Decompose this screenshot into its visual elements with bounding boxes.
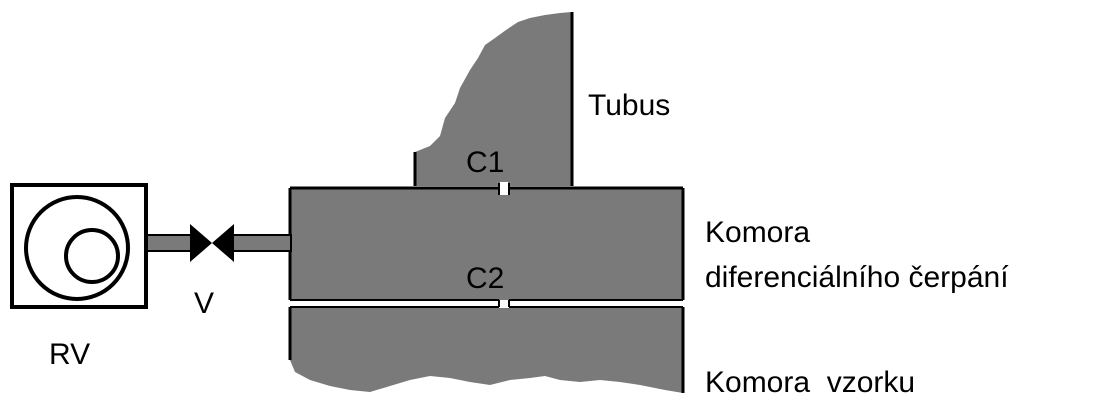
label-v: V [194,287,214,320]
separator-right [509,301,683,307]
valve-icon [190,224,212,262]
pipe-valve-chamber [232,234,292,252]
label-rv: RV [49,338,90,371]
label-komora-line2: diferenciálního čerpání [705,261,1009,294]
label-komora-line1: Komora [705,216,810,249]
label-c1: C1 [466,146,504,179]
rotary-pump-inner-circle [64,228,120,284]
separator-left [290,301,499,307]
aperture-c1-gap [499,183,509,195]
rotary-pump-outer-circle [24,195,130,301]
sample-chamber [290,308,683,393]
tubus-shape [415,12,572,186]
differential-chamber [290,189,683,300]
label-komora-vzorku: Komora vzorku [705,366,915,399]
rotary-pump-box [10,183,148,309]
label-c2: C2 [466,262,504,295]
pipe-pump-valve [145,234,193,252]
label-tubus: Tubus [588,89,670,122]
